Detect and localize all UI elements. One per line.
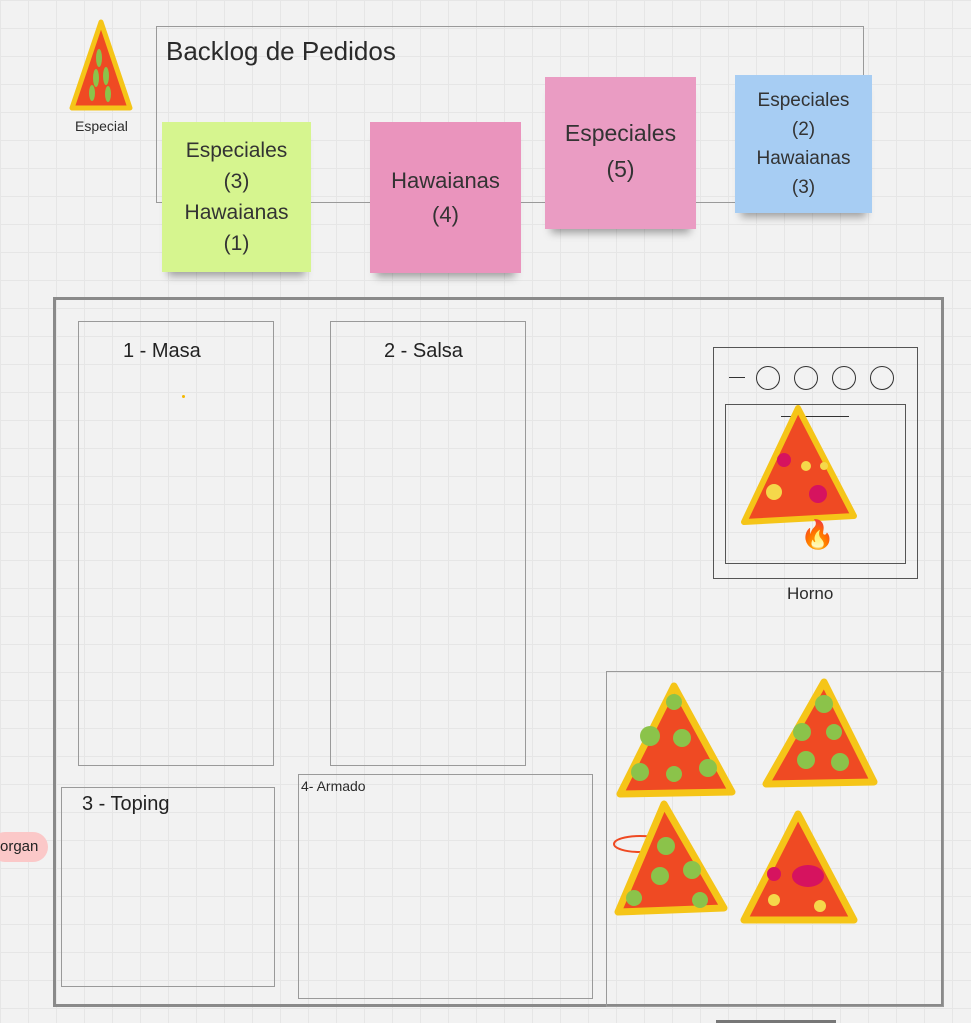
note-line: Especiales xyxy=(185,139,288,162)
oven-knob-icon xyxy=(832,366,856,390)
finished-pizzas-area[interactable] xyxy=(606,671,944,1007)
station-armado[interactable] xyxy=(298,774,593,999)
note-line: (4) xyxy=(432,201,459,227)
station-salsa[interactable] xyxy=(330,321,526,766)
backlog-title: Backlog de Pedidos xyxy=(166,36,396,66)
collaborator-cursor-tag: organ xyxy=(0,832,49,862)
note-line: (3) xyxy=(223,170,250,193)
especial-pizza-icon xyxy=(69,19,133,111)
scrollbar[interactable] xyxy=(716,1020,836,1023)
station-masa[interactable] xyxy=(78,321,274,766)
sticky-note[interactable]: Hawaianas (4) xyxy=(370,122,521,273)
oven-knob-icon xyxy=(870,366,894,390)
especial-pizza[interactable] xyxy=(740,808,860,928)
oven-handle xyxy=(781,416,849,417)
dot xyxy=(182,395,185,398)
note-line: Hawaianas xyxy=(756,148,851,169)
station-armado-label: 4- Armado xyxy=(301,778,366,794)
kitchen-frame[interactable] xyxy=(53,297,944,1007)
collaborator-name: organ xyxy=(0,838,39,855)
station-masa-label: 1 - Masa xyxy=(123,340,201,362)
oven-knob-icon xyxy=(756,366,780,390)
sticky-note[interactable]: Especiales (2) Hawaianas (3) xyxy=(735,75,872,213)
note-line: (3) xyxy=(791,177,816,198)
station-toping[interactable] xyxy=(61,787,275,987)
note-line: Especiales xyxy=(564,120,677,146)
oven-knob-line xyxy=(729,377,745,378)
note-line: Hawaianas xyxy=(391,167,500,193)
fire-icon: 🔥 xyxy=(800,519,835,550)
pizza-in-oven[interactable] xyxy=(740,404,860,528)
note-line: Hawaianas xyxy=(184,201,289,224)
sticky-note[interactable]: Especiales (3) Hawaianas (1) xyxy=(162,122,311,272)
oven-knob-icon xyxy=(794,366,818,390)
note-line: (1) xyxy=(223,232,250,255)
station-toping-label: 3 - Toping xyxy=(82,793,170,815)
note-line: (2) xyxy=(791,119,816,140)
oven[interactable] xyxy=(713,347,918,579)
sticky-note[interactable]: Especiales (5) xyxy=(545,77,696,229)
oven-door xyxy=(725,404,906,564)
note-line: Especiales xyxy=(757,90,850,111)
hawaiian-pizza[interactable] xyxy=(616,680,736,800)
hawaiian-pizza[interactable] xyxy=(762,676,882,796)
station-salsa-label: 2 - Salsa xyxy=(384,340,463,362)
hawaiian-pizza[interactable] xyxy=(612,800,732,920)
oven-label: Horno xyxy=(787,584,834,603)
legend-label: Especial xyxy=(75,118,128,134)
note-line: (5) xyxy=(606,156,635,182)
